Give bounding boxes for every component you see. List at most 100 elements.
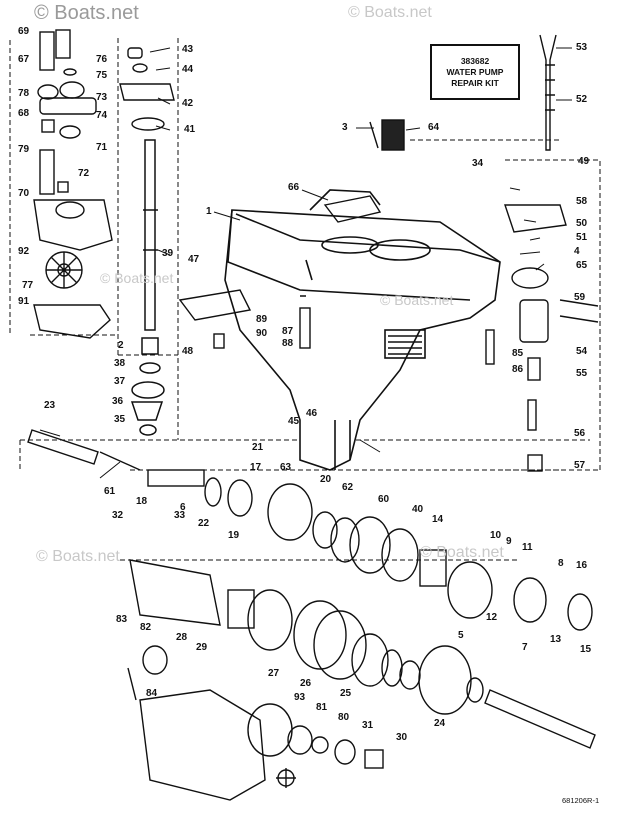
- callout-84: 84: [146, 688, 158, 699]
- callout-75: 75: [96, 70, 108, 81]
- callout-80: 80: [338, 712, 350, 723]
- callout-53: 53: [576, 42, 588, 53]
- callout-50: 50: [576, 218, 588, 229]
- callout-73: 73: [96, 92, 108, 103]
- callout-22: 22: [198, 518, 210, 529]
- callout-55: 55: [576, 368, 588, 379]
- propeller-shaft-components: [27, 289, 596, 801]
- callout-45: 45: [288, 416, 300, 427]
- callout-92: 92: [18, 246, 30, 257]
- callout-46: 46: [306, 408, 318, 419]
- callout-69: 69: [18, 26, 30, 37]
- callout-48: 48: [182, 346, 194, 357]
- callout-82: 82: [140, 622, 152, 633]
- watermark: © Boats.net: [380, 292, 454, 308]
- drive-shaft: [130, 139, 165, 436]
- callout-6: 6: [180, 502, 186, 513]
- callout-51: 51: [576, 232, 588, 243]
- shift-components: [323, 34, 599, 472]
- callout-37: 37: [114, 376, 126, 387]
- callout-88: 88: [282, 338, 294, 349]
- callout-9: 9: [506, 536, 512, 547]
- callout-20: 20: [320, 474, 332, 485]
- callout-56: 56: [574, 428, 586, 439]
- callout-38: 38: [114, 358, 126, 369]
- callout-89: 89: [256, 314, 268, 325]
- callout-41: 41: [184, 124, 196, 135]
- callout-67: 67: [18, 54, 30, 65]
- callout-66: 66: [288, 182, 300, 193]
- callout-2: 2: [118, 340, 124, 351]
- callout-78: 78: [18, 88, 30, 99]
- callout-1: 1: [206, 206, 212, 217]
- callout-76: 76: [96, 54, 108, 65]
- callout-10: 10: [490, 530, 502, 541]
- callout-28: 28: [176, 632, 188, 643]
- callout-33: 33: [174, 510, 186, 521]
- callout-34: 34: [472, 158, 484, 169]
- callout-81: 81: [316, 702, 328, 713]
- callout-63: 63: [280, 462, 292, 473]
- callout-93: 93: [294, 692, 306, 703]
- callout-90: 90: [256, 328, 268, 339]
- callout-24: 24: [434, 718, 446, 729]
- callout-8: 8: [558, 558, 564, 569]
- callout-54: 54: [576, 346, 588, 357]
- callout-40: 40: [412, 504, 424, 515]
- callout-49: 49: [578, 156, 590, 167]
- callout-14: 14: [432, 514, 444, 525]
- callout-59: 59: [574, 292, 586, 303]
- callout-4: 4: [574, 246, 580, 257]
- callout-21: 21: [252, 442, 264, 453]
- water-pump-repair-kit-box: 383682 WATER PUMP REPAIR KIT: [430, 44, 520, 100]
- callout-15: 15: [580, 644, 592, 655]
- kit-part-number: 383682: [460, 55, 490, 66]
- callout-74: 74: [96, 110, 108, 121]
- drawing-code: 681206R-1: [562, 796, 600, 805]
- callout-31: 31: [362, 720, 374, 731]
- callout-87: 87: [282, 326, 294, 337]
- callout-leader-lines: [39, 47, 572, 479]
- watermark-main: © Boats.net: [34, 2, 139, 24]
- callout-3: 3: [342, 122, 348, 133]
- callout-71: 71: [96, 142, 108, 153]
- watermark: © Boats.net: [36, 548, 120, 565]
- watermark: © Boats.net: [420, 544, 504, 561]
- callout-83: 83: [116, 614, 128, 625]
- callout-79: 79: [18, 144, 30, 155]
- callout-36: 36: [112, 396, 124, 407]
- callout-5: 5: [458, 630, 464, 641]
- callout-25: 25: [340, 688, 352, 699]
- callout-64: 64: [428, 122, 440, 133]
- callout-77: 77: [22, 280, 34, 291]
- callout-57: 57: [574, 460, 586, 471]
- callout-17: 17: [250, 462, 262, 473]
- callout-7: 7: [522, 642, 528, 653]
- kit-line-1: WATER PUMP: [446, 66, 504, 77]
- callout-86: 86: [512, 364, 524, 375]
- callout-11: 11: [522, 542, 533, 553]
- callout-26: 26: [300, 678, 312, 689]
- callout-52: 52: [576, 94, 588, 105]
- callout-labels: 1234567891011121314151617181920212223242…: [18, 26, 592, 743]
- kit-line-2: REPAIR KIT: [451, 77, 499, 88]
- callout-43: 43: [182, 44, 194, 55]
- callout-61: 61: [104, 486, 116, 497]
- callout-65: 65: [576, 260, 588, 271]
- callout-39: 39: [162, 248, 174, 259]
- callout-27: 27: [268, 668, 280, 679]
- callout-35: 35: [114, 414, 126, 425]
- callout-18: 18: [136, 496, 148, 507]
- callout-16: 16: [576, 560, 588, 571]
- callout-62: 62: [342, 482, 354, 493]
- callout-72: 72: [78, 168, 90, 179]
- callout-60: 60: [378, 494, 390, 505]
- watermark: © Boats.net: [100, 270, 174, 286]
- callout-58: 58: [576, 196, 588, 207]
- callout-44: 44: [182, 64, 194, 75]
- callout-42: 42: [182, 98, 194, 109]
- callout-30: 30: [396, 732, 408, 743]
- callout-29: 29: [196, 642, 208, 653]
- callout-91: 91: [18, 296, 30, 307]
